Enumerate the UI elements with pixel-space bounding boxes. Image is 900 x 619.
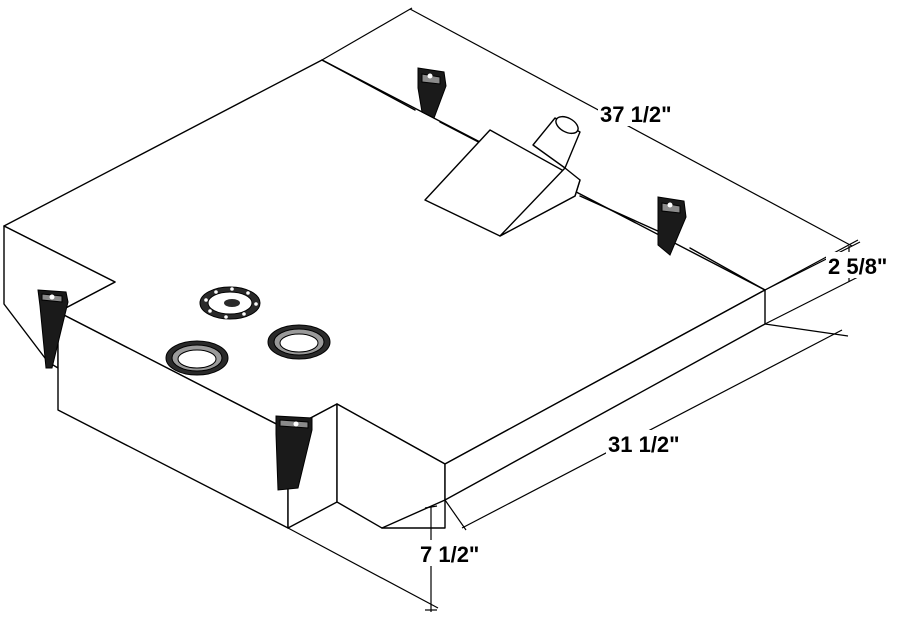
fill-neck-icon xyxy=(424,115,581,237)
height-dimension-label: 7 1/2" xyxy=(420,542,479,567)
mounting-bracket-icon xyxy=(37,289,69,369)
mounting-bracket-icon xyxy=(417,67,447,119)
access-port-icon xyxy=(165,340,229,376)
fuel-sender-flange-icon xyxy=(199,286,261,320)
mounting-bracket-icon xyxy=(657,196,687,256)
width-dimension-label: 31 1/2" xyxy=(608,432,680,457)
dimension-lines xyxy=(287,7,861,612)
tank-step-floor-face xyxy=(336,403,446,529)
tank-body xyxy=(3,59,766,529)
access-port-icon xyxy=(267,324,331,360)
dimension-labels: 37 1/2" 2 5/8" 31 1/2" 7 1/2" xyxy=(418,100,898,567)
mounting-bracket-icon xyxy=(275,415,313,491)
step-height-dimension-label: 2 5/8" xyxy=(828,254,887,279)
length-dimension-label: 37 1/2" xyxy=(600,102,672,127)
